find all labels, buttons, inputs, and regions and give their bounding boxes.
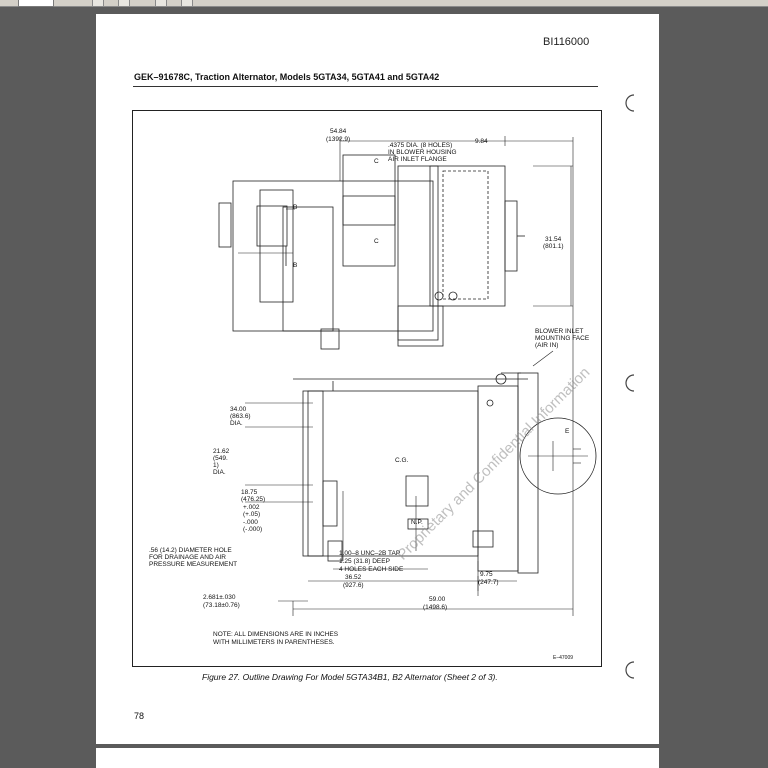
tolerance-minus-mm: (-.000)	[243, 526, 262, 533]
dim-36-52: 36.52	[345, 574, 362, 581]
side-view-housing	[307, 390, 479, 557]
figure-frame: 54.84 (1392.9) .4375 DIA. (8 HOLES) IN B…	[132, 110, 602, 667]
dim-31-54-mm: (801.1)	[543, 243, 564, 250]
binder-ring-icon	[625, 661, 635, 679]
header-rule	[133, 86, 598, 87]
note-line-1: NOTE: ALL DIMENSIONS ARE IN INCHES	[213, 631, 339, 638]
terminal-box	[342, 195, 396, 267]
dim-9-75-mm: (247.7)	[478, 579, 499, 586]
note-line-2: WITH MILLIMETERS IN PARENTHESES.	[213, 639, 335, 646]
dim-2-681-mm: (73.18±0.76)	[203, 602, 240, 609]
outline-drawing: 54.84 (1392.9) .4375 DIA. (8 HOLES) IN B…	[149, 128, 597, 661]
drain-hole-note-2: FOR DRAINAGE AND AIR	[149, 554, 226, 561]
holes-note-1: .4375 DIA. (8 HOLES)	[388, 142, 452, 149]
tolerance-minus: -.000	[243, 519, 258, 526]
confidential-watermark: Proprietary and Confidential Information	[394, 364, 594, 564]
dim-54-84: 54.84	[330, 128, 347, 135]
tap-note-1: 1.00–8 UNC–2B TAP	[339, 550, 400, 557]
dim-34-00-mm: (863.6)	[230, 413, 251, 420]
toolbar-button[interactable]	[92, 0, 104, 7]
drain-hole-note-3: PRESSURE MEASUREMENT	[149, 561, 237, 568]
document-page: BI116000 GEK–91678C, Traction Alternator…	[96, 14, 659, 744]
dim-36-52-mm: (927.6)	[343, 582, 364, 589]
tolerance-plus-mm: (+.05)	[243, 511, 260, 518]
figure-caption: Figure 27. Outline Drawing For Model 5GT…	[202, 672, 498, 682]
dim-18-75: 18.75	[241, 489, 258, 496]
blower-housing-top	[429, 165, 506, 307]
tap-note-2: 1.25 (31.8) DEEP	[339, 558, 390, 565]
dim-9-75: 9.75	[480, 571, 493, 578]
tap-note-3: 4 HOLES EACH SIDE	[339, 566, 404, 573]
dim-34-00: 34.00	[230, 406, 247, 413]
section-c-bottom: C	[374, 238, 379, 245]
dim-59-00-mm: (1498.6)	[423, 604, 447, 611]
dim-59-00: 59.00	[429, 596, 446, 603]
drain-hole-note-1: .56 (14.2) DIAMETER HOLE	[149, 547, 232, 554]
blower-note-2: MOUNTING FACE	[535, 335, 590, 342]
section-b-bottom: B	[293, 262, 297, 269]
nameplate-label: N.P.	[411, 519, 423, 526]
dim-34-00-dia: DIA.	[230, 420, 243, 427]
page-number-field[interactable]	[18, 0, 54, 7]
toolbar-button[interactable]	[118, 0, 130, 7]
dim-21-62-line2: 1)	[213, 462, 219, 469]
section-b-top: B	[293, 204, 297, 211]
dim-21-62-mm: (549.	[213, 455, 228, 462]
page-number: 78	[134, 711, 145, 721]
binder-ring-icon	[625, 94, 635, 112]
dim-54-84-mm: (1392.9)	[326, 136, 350, 143]
blower-note-1: BLOWER INLET	[535, 328, 583, 335]
page-header-title: GEK–91678C, Traction Alternator, Models …	[134, 72, 440, 82]
section-c-top: C	[374, 158, 379, 165]
holes-note-3: AIR INLET FLANGE	[388, 156, 447, 163]
dim-21-62-dia: DIA.	[213, 469, 226, 476]
detail-e-circle	[519, 417, 597, 495]
tolerance-plus: +.002	[243, 504, 260, 511]
detail-e-label: E	[565, 428, 570, 435]
viewer-toolbar	[0, 0, 768, 7]
dim-21-62: 21.62	[213, 448, 230, 455]
toolbar-button[interactable]	[155, 0, 167, 7]
next-page	[96, 748, 659, 768]
binder-ring-icon	[625, 374, 635, 392]
dim-18-75-mm: (476.25)	[241, 496, 265, 503]
center-of-gravity-label: C.G.	[395, 457, 409, 464]
document-id: BI116000	[543, 36, 590, 48]
drawing-number: E–47009	[553, 655, 573, 661]
dim-2-681: 2.681±.030	[203, 594, 236, 601]
toolbar-button[interactable]	[181, 0, 193, 7]
dim-9-84: 9.84	[475, 138, 488, 145]
holes-note-2: IN BLOWER HOUSING	[388, 149, 457, 156]
blower-note-3: (AIR IN)	[535, 342, 558, 349]
dim-31-54: 31.54	[545, 236, 562, 243]
